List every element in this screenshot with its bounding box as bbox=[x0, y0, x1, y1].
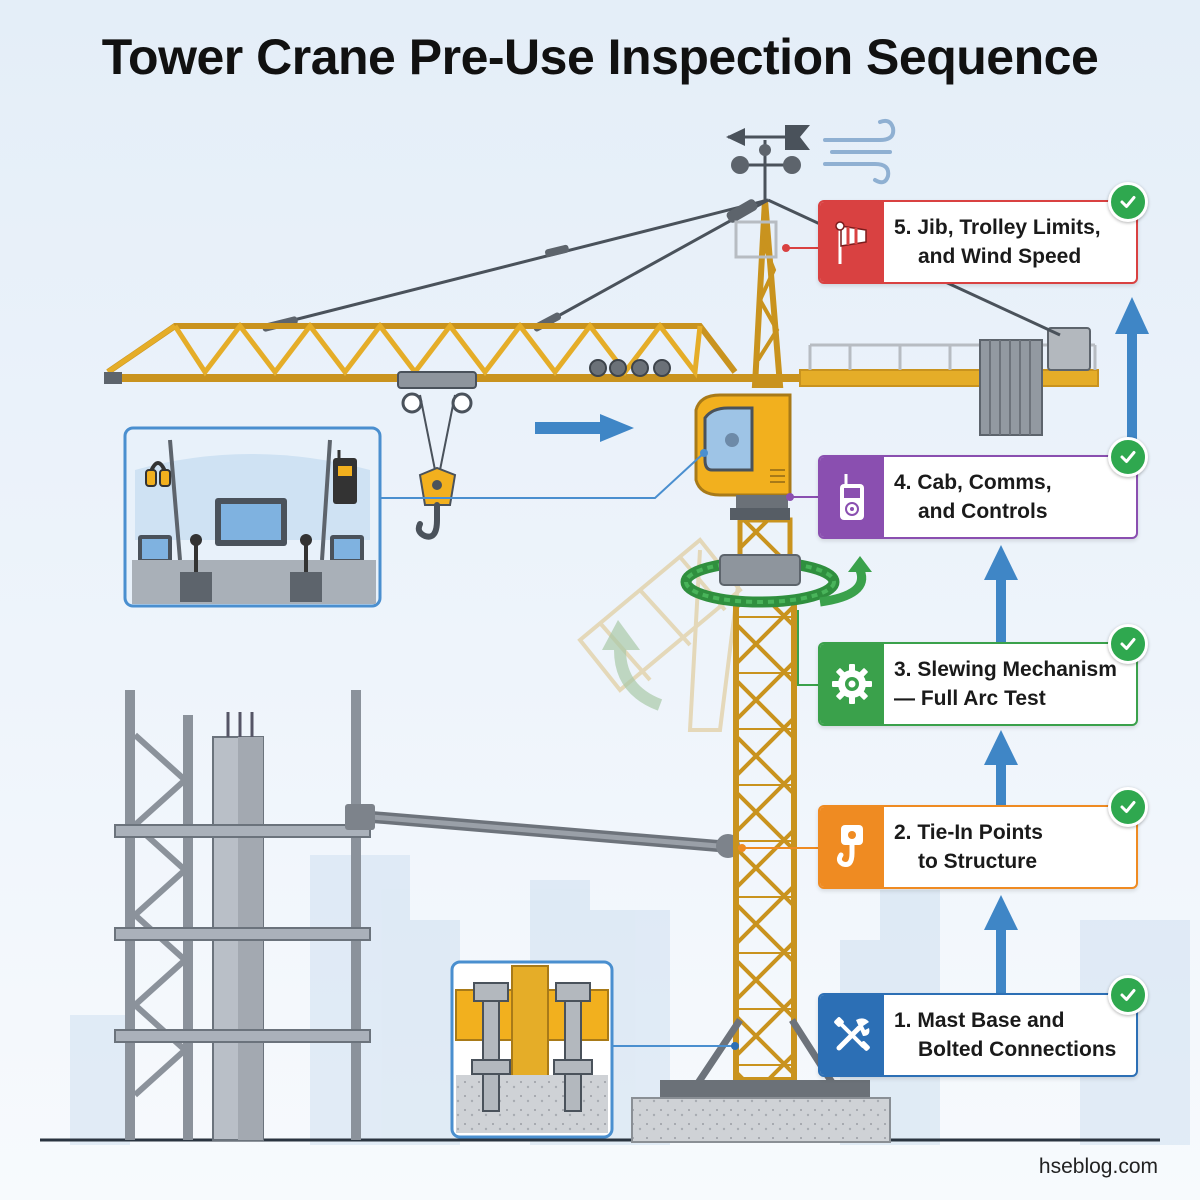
step-5-jib-trolley-wind: 5. Jib, Trolley Limits, and Wind Speed bbox=[818, 182, 1148, 284]
check-icon bbox=[1108, 624, 1148, 664]
step-3-line1: Slewing Mechanism bbox=[917, 658, 1117, 681]
step-5-line1: Jib, Trolley Limits, bbox=[917, 216, 1101, 239]
check-icon bbox=[1108, 975, 1148, 1015]
step-2-tie-in-points: 2. Tie-In Points to Structure bbox=[818, 787, 1148, 889]
cab-callout-line bbox=[380, 451, 706, 499]
crane-cab bbox=[694, 393, 792, 508]
windsock-icon bbox=[820, 202, 884, 282]
trolley-hook bbox=[397, 371, 477, 540]
step-2-line2: to Structure bbox=[918, 850, 1038, 873]
check-icon bbox=[1108, 437, 1148, 477]
crane-base bbox=[631, 1018, 891, 1143]
step-5-line2: and Wind Speed bbox=[918, 245, 1082, 268]
step-4-line1: Cab, Comms, bbox=[917, 471, 1052, 494]
step-2-line1: Tie-In Points bbox=[917, 821, 1043, 844]
step-1-label: 1. Mast Base and Bolted Connections bbox=[884, 995, 1136, 1075]
check-icon bbox=[1108, 787, 1148, 827]
slewing-ring bbox=[680, 508, 840, 608]
gear-icon bbox=[820, 644, 884, 724]
step-2-label: 2. Tie-In Points to Structure bbox=[884, 807, 1136, 887]
step-1-number: 1. bbox=[894, 1009, 912, 1032]
slew-rotation-arrow bbox=[819, 568, 866, 607]
tie-in-strut bbox=[345, 804, 740, 858]
counter-jib bbox=[799, 327, 1099, 436]
step-4-number: 4. bbox=[894, 471, 912, 494]
step-5-label: 5. Jib, Trolley Limits, and Wind Speed bbox=[884, 202, 1136, 282]
motion-arrow bbox=[535, 414, 634, 442]
step-4-cab-comms-controls: 4. Cab, Comms, and Controls bbox=[818, 437, 1148, 539]
wind-icon bbox=[823, 118, 896, 185]
wrench-screwdriver-icon bbox=[820, 995, 884, 1075]
cab-interior-inset bbox=[123, 426, 382, 608]
crane-hook-icon bbox=[820, 807, 884, 887]
step-3-slewing-mechanism: 3. Slewing Mechanism — Full Arc Test bbox=[818, 624, 1148, 726]
step-connectors bbox=[742, 247, 818, 849]
page-title: Tower Crane Pre-Use Inspection Sequence bbox=[101, 29, 1099, 85]
bolted-base-inset bbox=[450, 960, 614, 1139]
check-icon bbox=[1108, 182, 1148, 222]
step-3-label: 3. Slewing Mechanism — Full Arc Test bbox=[884, 644, 1136, 724]
step-3-line2: — Full Arc Test bbox=[894, 687, 1046, 710]
building-structure bbox=[114, 690, 371, 1141]
radio-icon bbox=[820, 457, 884, 537]
step-1-line2: Bolted Connections bbox=[918, 1038, 1117, 1061]
step-3-number: 3. bbox=[894, 658, 912, 681]
step-4-label: 4. Cab, Comms, and Controls bbox=[884, 457, 1136, 537]
mast-top-instruments bbox=[726, 125, 810, 259]
step-1-line1: Mast Base and bbox=[917, 1009, 1065, 1032]
step-5-number: 5. bbox=[894, 216, 912, 239]
sequence-arrows bbox=[984, 297, 1149, 993]
slew-ghost-arrow bbox=[614, 649, 663, 711]
step-4-line2: and Controls bbox=[918, 500, 1048, 523]
step-2-number: 2. bbox=[894, 821, 912, 844]
step-1-mast-base-bolts: 1. Mast Base and Bolted Connections bbox=[818, 975, 1148, 1077]
footer-source: hseblog.com bbox=[1038, 1155, 1158, 1178]
crane-mast bbox=[733, 199, 797, 1083]
